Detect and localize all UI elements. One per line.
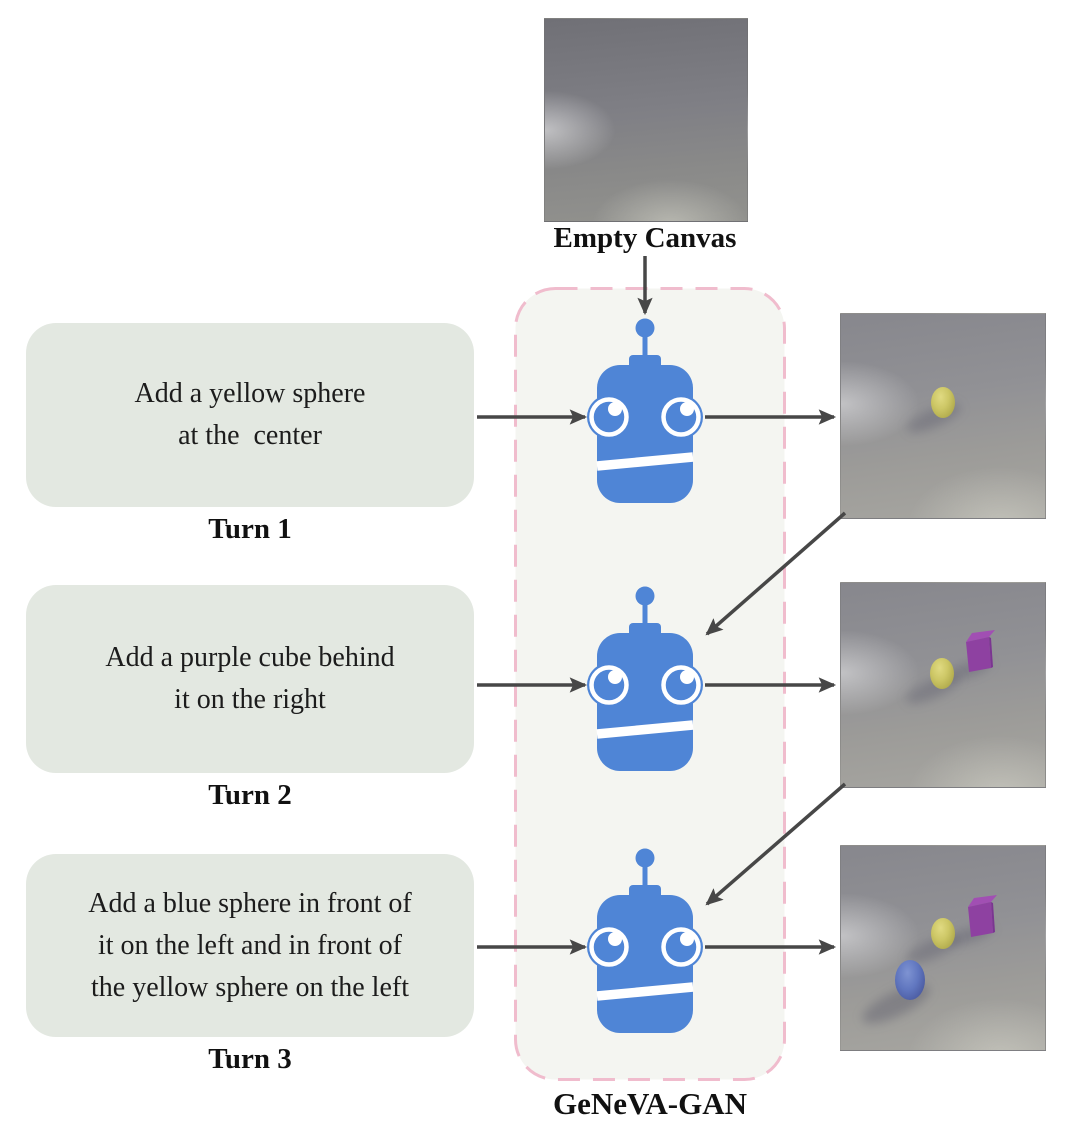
instruction-line: Add a yellow sphere <box>134 378 366 409</box>
yellow-sphere <box>931 918 955 949</box>
instruction-line: Add a blue sphere in front of <box>88 887 412 919</box>
instruction-line: Add a purple cube behind <box>105 642 395 673</box>
instruction-box-turn-1: Add a yellow sphere at the center <box>26 323 474 507</box>
robot-icon <box>587 848 703 1033</box>
yellow-sphere <box>931 387 955 418</box>
blue-sphere <box>895 960 925 1000</box>
robot-icon <box>587 318 703 503</box>
instruction-box-turn-3: Add a blue sphere in front of it on the … <box>26 854 474 1037</box>
generated-image-2 <box>840 582 1046 788</box>
turn-2-label: Turn 2 <box>208 779 292 811</box>
robot-icon <box>587 586 703 771</box>
generated-image-1 <box>840 313 1046 519</box>
empty-canvas-label: Empty Canvas <box>553 222 737 254</box>
purple-cube <box>966 630 995 672</box>
empty-canvas-image <box>544 18 748 222</box>
instruction-box-turn-2: Add a purple cube behind it on the right <box>26 585 474 773</box>
instruction-line: at the center <box>178 420 322 451</box>
turn-1-label: Turn 1 <box>208 513 292 545</box>
instruction-line: it on the right <box>174 684 326 715</box>
instruction-line: the yellow sphere on the left <box>90 971 409 1003</box>
purple-cube <box>968 895 997 937</box>
generated-image-3 <box>840 845 1046 1051</box>
yellow-sphere <box>930 658 954 689</box>
turn-3-label: Turn 3 <box>208 1043 292 1075</box>
instruction-line: it on the left and in front of <box>97 929 403 961</box>
gan-label: GeNeVA-GAN <box>552 1086 747 1121</box>
